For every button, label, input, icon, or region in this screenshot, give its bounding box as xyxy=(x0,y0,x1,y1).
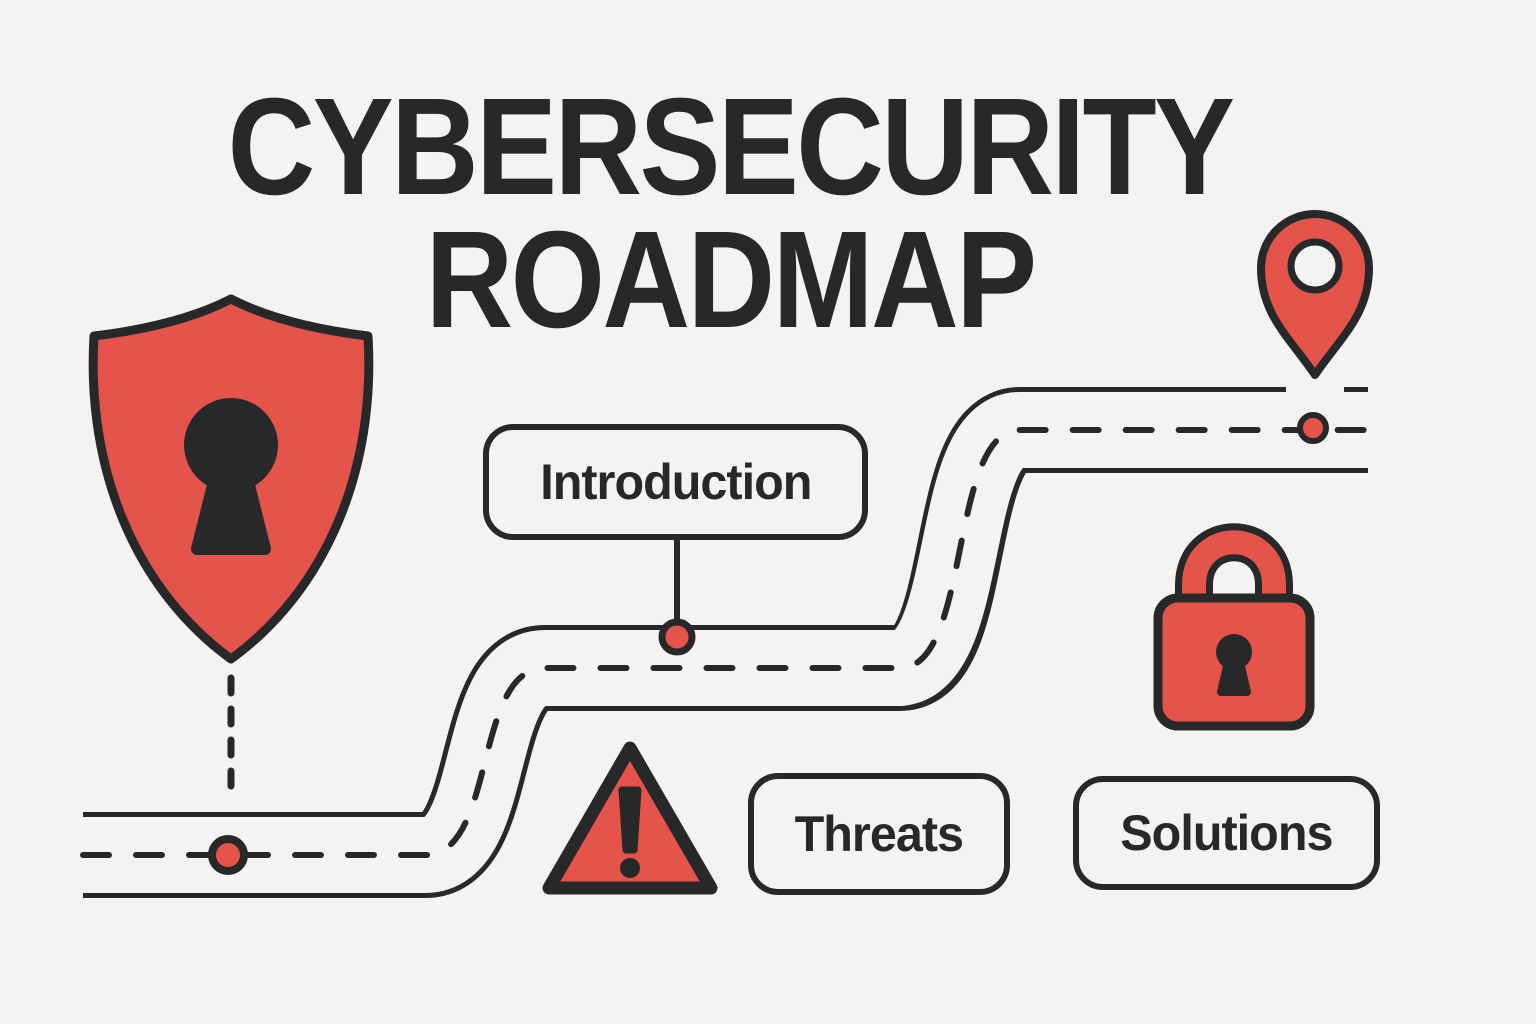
stop-label-solutions-text: Solutions xyxy=(1120,805,1333,861)
waypoint-dot-start xyxy=(208,835,248,875)
stop-label-introduction[interactable]: Introduction xyxy=(483,424,868,540)
waypoint-dot-destination xyxy=(1297,412,1329,444)
page-title: CYBERSECURITY ROADMAP xyxy=(88,78,1373,349)
padlock-keyhole xyxy=(1216,634,1252,696)
page-title-line1: CYBERSECURITY xyxy=(227,70,1235,224)
warning-triangle-icon xyxy=(542,741,718,895)
stop-label-introduction-text: Introduction xyxy=(539,454,812,510)
padlock-icon xyxy=(1153,523,1315,731)
keyhole-icon xyxy=(184,398,278,555)
location-pin-icon xyxy=(1257,210,1373,379)
stop-label-solutions[interactable]: Solutions xyxy=(1073,776,1380,890)
road-path xyxy=(80,382,1371,898)
stop-label-threats[interactable]: Threats xyxy=(748,773,1010,895)
page-title-line2: ROADMAP xyxy=(425,203,1038,357)
shield-keyhole-icon xyxy=(88,294,374,664)
stop-label-threats-text: Threats xyxy=(794,806,964,862)
waypoint-dot-introduction xyxy=(658,618,696,656)
exclamation-mark xyxy=(618,786,642,878)
